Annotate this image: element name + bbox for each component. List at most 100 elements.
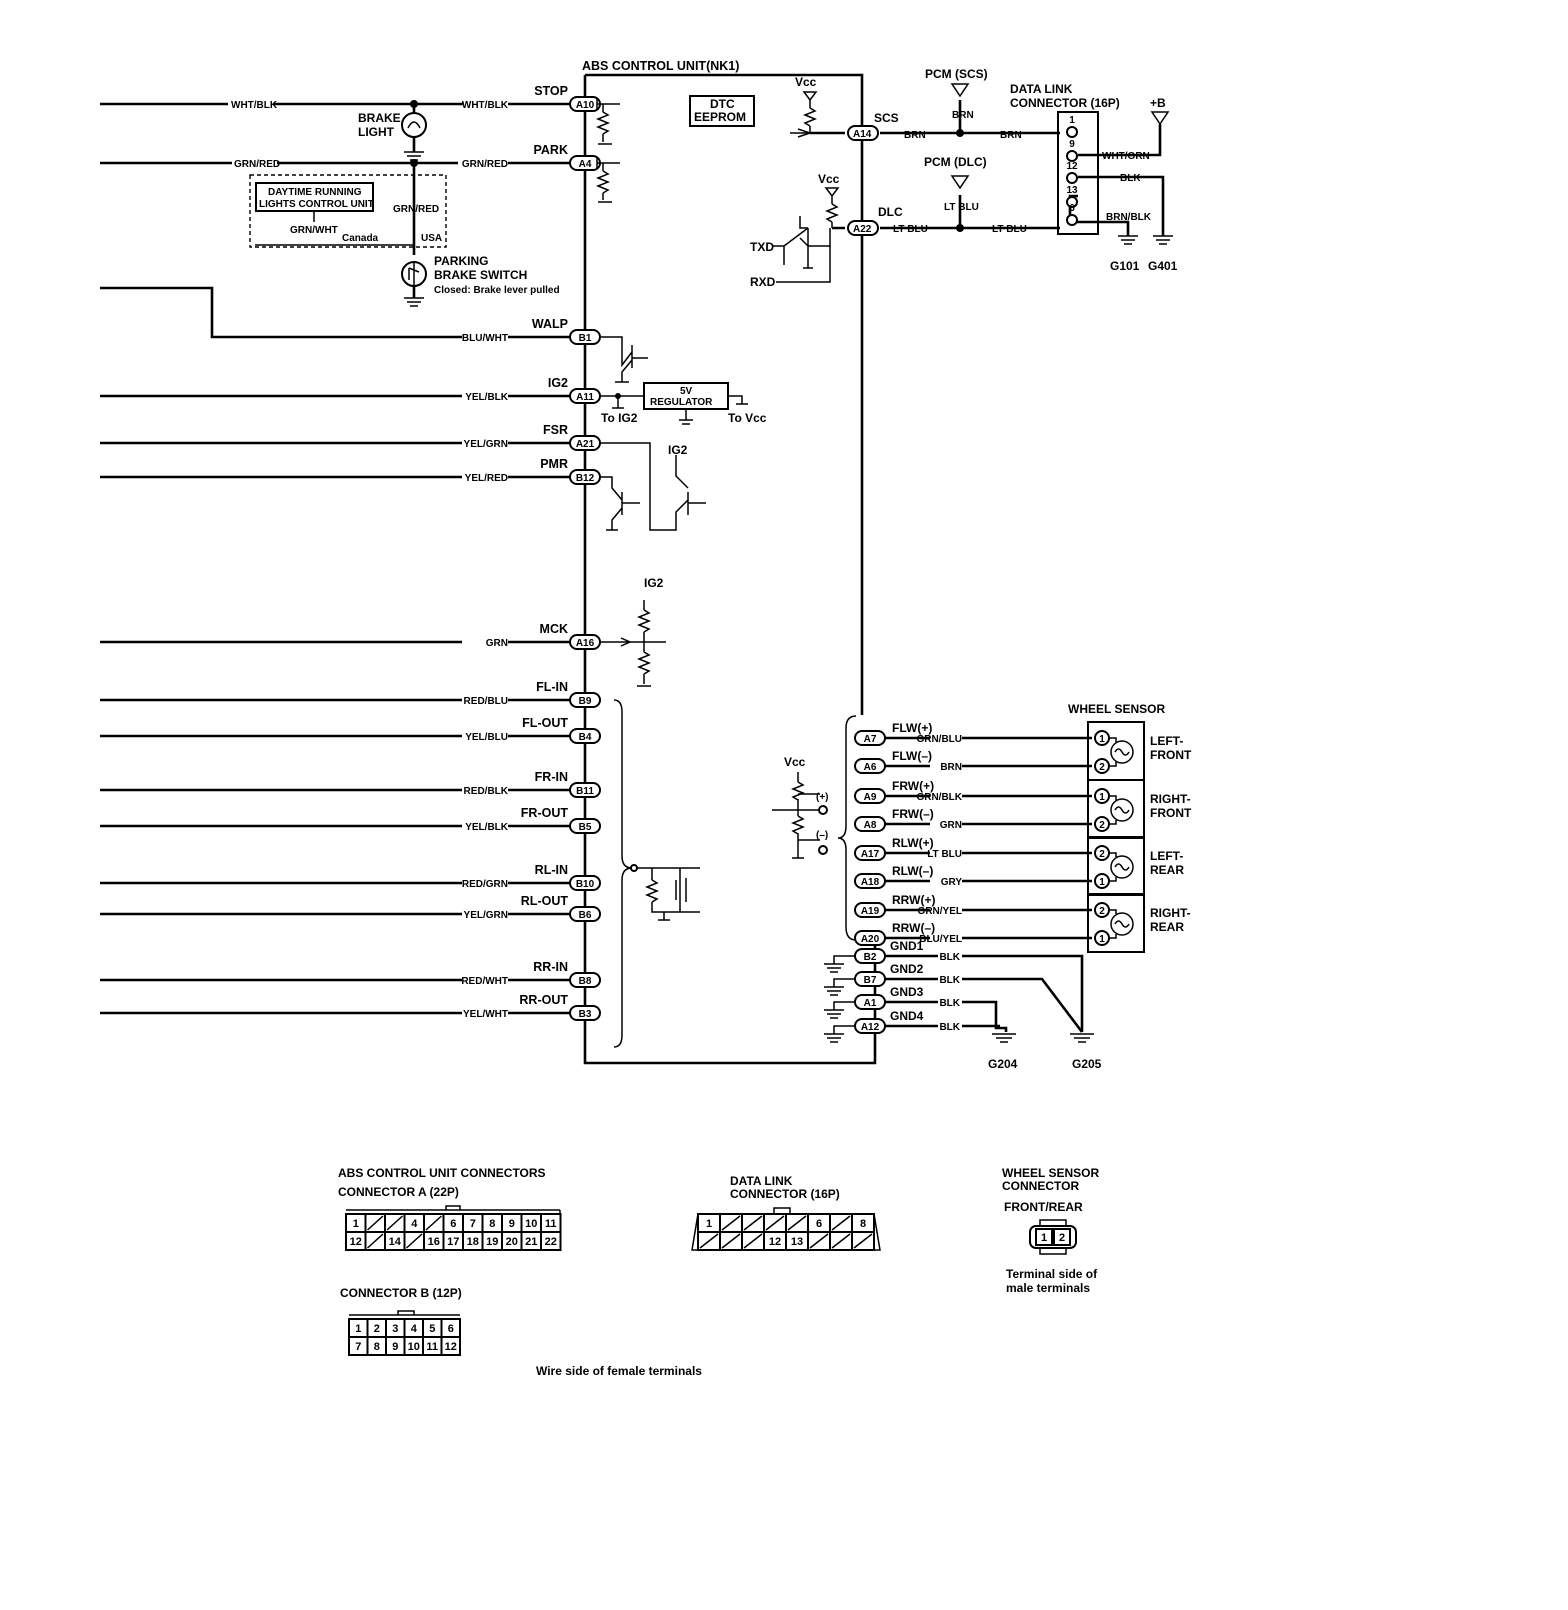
regulator-label-1: 5V: [680, 386, 693, 397]
pin-b10-label: B10: [576, 879, 595, 890]
eeprom-label: EEPROM: [694, 110, 746, 124]
vcc-ws-label: Vcc: [784, 755, 806, 769]
conn-a-num-7: 7: [470, 1218, 476, 1230]
wheel-sensor-circuit: WHEEL SENSOR Vcc (+) (–) A7FLW(+)GRN/BLU…: [772, 702, 1192, 953]
dlc-signal-label: DLC: [878, 205, 903, 219]
left-wire-color-b4: YEL/BLU: [465, 732, 508, 743]
left-signal-b6: RL-OUT: [521, 894, 569, 908]
scs-signal-label: SCS: [874, 111, 899, 125]
ws-wire-a6: BRN: [940, 762, 962, 773]
ws-sensor-coil-icon-1: [1110, 798, 1134, 822]
dlc-conn-blank-1-1: [721, 1233, 741, 1249]
b-plus-label: +B: [1150, 96, 1166, 110]
dlc16-pin-9: [1066, 150, 1078, 162]
conn-a-num-14: 14: [389, 1236, 402, 1248]
dlc-connector-title-2: CONNECTOR (16P): [730, 1187, 840, 1201]
left-wire-color-a10: WHT/BLK: [462, 100, 509, 111]
ig2-fsr-label: IG2: [668, 443, 688, 457]
conn-a-num-4: 4: [411, 1218, 418, 1230]
ws-wire-a20: BLU/YEL: [919, 934, 962, 945]
dlc16-pin-num-13: 13: [1066, 185, 1078, 196]
brake-light-label-2: LIGHT: [358, 125, 395, 139]
pin-b12-label: B12: [576, 473, 595, 484]
conn-a-blank-0-1: [366, 1215, 384, 1231]
pin-b8: [569, 972, 601, 988]
left-signal-b3: RR-OUT: [519, 993, 568, 1007]
ws-conn-pin-num-1: 1: [1041, 1232, 1047, 1244]
gnd-signal-a12: GND4: [890, 1009, 924, 1023]
conn-b-num-2: 2: [374, 1323, 380, 1335]
abs-control-unit: ABS CONTROL UNIT(NK1) DTC EEPROM: [582, 59, 877, 1065]
pin-a1-label: A1: [864, 998, 877, 1009]
ws-sensor-name-1-0: LEFT-: [1150, 734, 1183, 748]
scs-wire-c: BRN: [1000, 130, 1022, 141]
connector-a-title: CONNECTOR A (22P): [338, 1185, 459, 1199]
ws-wire-a19: GRN/YEL: [918, 906, 962, 917]
left-signal-b8: RR-IN: [533, 960, 568, 974]
pin-b1: [569, 329, 601, 345]
abs-unit-title: ABS CONTROL UNIT(NK1): [582, 59, 739, 73]
pin-a20-label: A20: [861, 934, 880, 945]
dlc-conn-blank-1-6: [831, 1233, 851, 1249]
ws-connector-title-2: CONNECTOR: [1002, 1179, 1079, 1193]
to-ig2-label: To IG2: [601, 411, 638, 425]
pin-b11-label: B11: [576, 786, 594, 797]
ws-wire-a9: GRN/BLK: [916, 792, 962, 803]
wire-6-label: BRN/BLK: [1106, 212, 1152, 223]
pin-a16: [569, 634, 601, 650]
pin-a8-label: A8: [864, 820, 877, 831]
conn-b-num-11: 11: [426, 1341, 438, 1353]
dlc-connector-title-1: DATA LINK: [730, 1174, 793, 1188]
ws-sensor-name-2-2: REAR: [1150, 863, 1184, 877]
gnd-internal-icon-b2: [824, 955, 855, 973]
conn-a-num-1: 1: [353, 1218, 359, 1230]
ws-note-2: male terminals: [1006, 1281, 1090, 1295]
left-wire-color-b1: BLU/WHT: [462, 333, 508, 344]
usa-label: USA: [421, 233, 442, 244]
conn-a-num-9: 9: [509, 1218, 515, 1230]
ws-sensor-name-2-1: FRONT: [1150, 806, 1192, 820]
ws-conn-pin-2: [1053, 1228, 1071, 1246]
conn-b-shell: [349, 1310, 460, 1316]
left-signal-a16: MCK: [540, 622, 568, 636]
conn-b-num-5: 5: [429, 1323, 435, 1335]
gnd-internal-icon-a1: [824, 1001, 855, 1019]
pin-a18-label: A18: [861, 877, 880, 888]
ws-sensor-name-2-0: FRONT: [1150, 748, 1192, 762]
pin-a21: [569, 435, 601, 451]
ws-sensor-coil-icon-2: [1110, 855, 1134, 879]
conn-b-num-3: 3: [392, 1323, 398, 1335]
conn-a-num-17: 17: [447, 1236, 459, 1248]
minus-label: (–): [816, 830, 828, 841]
left-signal-b11: FR-IN: [535, 770, 568, 784]
internal-circuits-left: 5V REGULATOR To IG2 To Vcc IG2 IG2: [595, 98, 767, 1048]
ws-sensor-name-2-3: REAR: [1150, 920, 1184, 934]
left-signal-a21: FSR: [543, 423, 568, 437]
wheel-sensor-title: WHEEL SENSOR: [1068, 702, 1165, 716]
pcm-scs-label: PCM (SCS): [925, 67, 988, 81]
rxd-label: RXD: [750, 275, 776, 289]
conn-a-blank-0-2: [386, 1215, 404, 1231]
left-wire-color-b6: YEL/GRN: [464, 910, 508, 921]
wire-9-label: WHT/GRN: [1102, 151, 1150, 162]
ws-sensor-name-1-1: RIGHT-: [1150, 792, 1191, 806]
conn-b-num-7: 7: [355, 1341, 361, 1353]
left-wire-color-b11: RED/BLK: [464, 786, 509, 797]
pin-a7-label: A7: [864, 734, 877, 745]
ws-conn-latch: [1039, 1219, 1067, 1255]
dlc16-pin-num-9: 9: [1069, 139, 1075, 150]
gnd-signal-b2: GND1: [890, 939, 924, 953]
dtc-label: DTC: [710, 97, 735, 111]
dlc-conn-blank-0-2: [743, 1215, 763, 1231]
vcc-dlc-label: Vcc: [818, 172, 840, 186]
left-wire-color-b8: RED/WHT: [461, 976, 508, 987]
conn-b-num-1: 1: [355, 1323, 361, 1335]
plus-label: (+): [816, 792, 829, 803]
dlc-conn-num-1: 1: [706, 1218, 712, 1230]
ws-note-1: Terminal side of: [1006, 1267, 1098, 1281]
dlc16-pin-6: [1066, 214, 1078, 226]
ws-conn-pin-1: [1035, 1228, 1053, 1246]
ws-sensor-lead-0: [1109, 737, 1117, 767]
ws-sensor-wave-icon-1: [1114, 806, 1130, 814]
